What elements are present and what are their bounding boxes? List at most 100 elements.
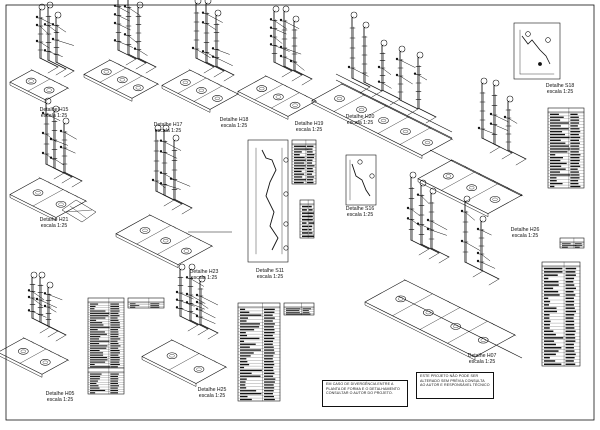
table-row-value bbox=[308, 225, 313, 228]
table-row-value bbox=[110, 303, 119, 305]
tag-leader bbox=[55, 16, 58, 19]
table-row-text bbox=[240, 352, 254, 354]
table-row-value bbox=[264, 311, 275, 313]
toilet-fixture bbox=[139, 227, 151, 234]
branch-pipe bbox=[31, 297, 43, 307]
fitting-node bbox=[476, 227, 480, 231]
riser-tag bbox=[409, 171, 417, 179]
table-row-text bbox=[544, 327, 550, 329]
fitting-node bbox=[489, 112, 493, 116]
dimension-tick bbox=[492, 179, 496, 183]
detail-title: Detalhe H07 bbox=[467, 353, 497, 359]
table-row-value bbox=[110, 373, 119, 375]
table-row-value bbox=[565, 274, 576, 276]
toilet-fixture bbox=[193, 365, 205, 373]
fixture-bowl bbox=[182, 80, 189, 84]
fitting-node bbox=[159, 182, 163, 185]
floor-slab bbox=[0, 337, 69, 375]
fixture-bowl bbox=[35, 191, 41, 195]
table-row-text bbox=[240, 366, 245, 369]
detail-frame-s16 bbox=[345, 154, 377, 206]
table-row-text bbox=[544, 307, 557, 309]
table-row-value bbox=[565, 300, 575, 303]
fitting-node bbox=[151, 178, 155, 182]
dimension-tick bbox=[52, 79, 55, 83]
floor-slab bbox=[417, 159, 523, 215]
table-row-value bbox=[574, 246, 580, 248]
table-row-value bbox=[570, 182, 579, 185]
table-row-text bbox=[90, 356, 108, 359]
dimension-tick bbox=[185, 232, 189, 235]
toilet-fixture bbox=[101, 68, 112, 76]
table-row-text bbox=[544, 267, 563, 270]
table-row-text bbox=[550, 139, 561, 141]
table-row-value bbox=[306, 170, 314, 173]
fixture-bowl bbox=[292, 103, 298, 107]
fixture-bowl bbox=[169, 354, 175, 358]
toilet-fixture bbox=[395, 295, 407, 303]
detail-title: Detalhe H05 bbox=[45, 391, 75, 397]
riser-tag bbox=[44, 97, 52, 105]
branch-pipe bbox=[199, 295, 219, 306]
table-row-value bbox=[306, 167, 313, 170]
floor-hatch bbox=[69, 205, 87, 219]
table-row-value bbox=[565, 271, 576, 273]
table-row-value bbox=[574, 245, 583, 246]
riser-tag bbox=[62, 117, 70, 125]
tag-leader bbox=[420, 184, 423, 187]
branch-pipe bbox=[507, 117, 518, 124]
table-row-text bbox=[240, 346, 250, 348]
table-row-text bbox=[550, 119, 561, 121]
branch-pipe bbox=[127, 35, 139, 45]
dimension-tick bbox=[513, 333, 517, 337]
table-row-text bbox=[302, 228, 308, 231]
horizontal-run bbox=[173, 198, 193, 209]
table-row-text bbox=[90, 310, 106, 312]
table-row-value bbox=[110, 308, 120, 310]
horizontal-run bbox=[273, 61, 293, 72]
table-row-text bbox=[90, 361, 106, 363]
table-row-text bbox=[240, 326, 260, 328]
tag-leader bbox=[47, 6, 50, 9]
branch-pipe bbox=[205, 23, 216, 30]
tag-leader bbox=[481, 82, 484, 85]
toilet-fixture bbox=[443, 172, 454, 180]
table-row-value bbox=[570, 168, 578, 170]
branch-pipe bbox=[493, 114, 509, 123]
dimension-tick bbox=[45, 75, 48, 79]
table-row-value bbox=[110, 333, 119, 335]
dimension-tick bbox=[478, 172, 482, 176]
fitting-node bbox=[347, 65, 351, 69]
dimension-tick bbox=[450, 137, 454, 141]
detail-title: Detalhe H15 bbox=[39, 107, 69, 113]
table-row-value bbox=[306, 148, 313, 150]
table-row-value bbox=[110, 315, 120, 317]
table-row-value bbox=[110, 389, 119, 391]
table-row-text bbox=[544, 363, 562, 366]
table-row-text bbox=[90, 382, 97, 384]
wall-line bbox=[335, 73, 453, 133]
horizontal-run bbox=[410, 239, 430, 250]
branch-pipe bbox=[417, 74, 428, 81]
horizontal-run bbox=[351, 77, 371, 88]
table-row-value bbox=[570, 131, 581, 133]
horizontal-run bbox=[127, 53, 147, 64]
fitting-node bbox=[279, 18, 283, 22]
table-row-value bbox=[306, 179, 314, 181]
horizontal-run bbox=[189, 319, 209, 330]
fitting-node bbox=[279, 45, 283, 49]
horizontal-run bbox=[464, 261, 484, 272]
fitting-node bbox=[269, 34, 273, 38]
table-row-value bbox=[565, 287, 577, 290]
detail-label-h05: Detalhe H05 escala 1:25 bbox=[40, 391, 80, 403]
branch-pipe bbox=[179, 292, 194, 300]
table-row-text bbox=[90, 375, 101, 377]
horizontal-run bbox=[428, 252, 440, 260]
dimension-tick bbox=[213, 360, 217, 363]
table-row-text bbox=[240, 355, 251, 357]
horizontal-run bbox=[39, 57, 59, 68]
table-row-value bbox=[570, 116, 579, 118]
table-row-value bbox=[264, 340, 274, 343]
horizontal-run bbox=[197, 328, 209, 336]
